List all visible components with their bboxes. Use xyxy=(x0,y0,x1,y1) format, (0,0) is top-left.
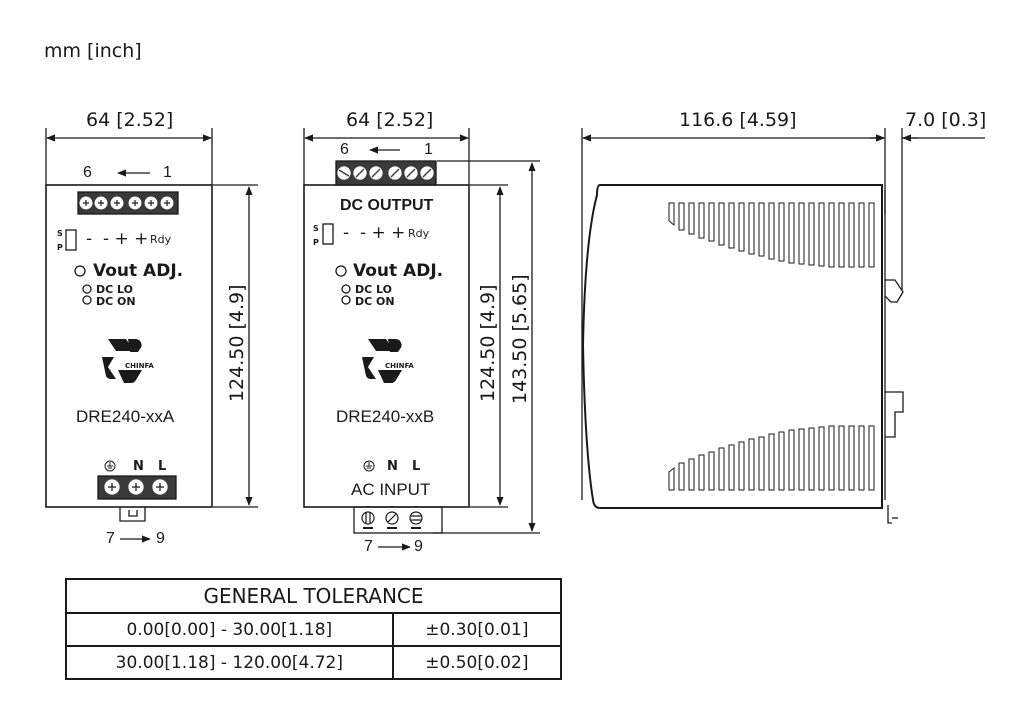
table-row: 30.00[1.18] - 120.00[4.72] ±0.50[0.02] xyxy=(65,645,563,680)
front-b-switch-p: P xyxy=(313,238,319,247)
front-a-logo-text: CHINFA xyxy=(125,362,154,370)
front-b-pin-9: 9 xyxy=(414,538,423,555)
front-view-b-outline xyxy=(303,128,540,551)
side-view-outline xyxy=(581,128,985,524)
front-a-pin-1: 1 xyxy=(163,164,172,181)
front-a-switch-s: S xyxy=(57,229,63,238)
front-a-height-dimension: 124.50 [4.9] xyxy=(226,284,248,402)
tolerance-value: ±0.30[0.01] xyxy=(391,612,563,647)
tolerance-range: 30.00[1.18] - 120.00[4.72] xyxy=(65,645,394,680)
front-b-pin-6: 6 xyxy=(340,141,349,158)
upper-vents xyxy=(668,202,875,268)
front-b-overall-height-dimension: 143.50 [5.65] xyxy=(509,274,531,404)
general-tolerance-table: GENERAL TOLERANCE 0.00[0.00] - 30.00[1.1… xyxy=(65,578,563,680)
chinfa-logo-a xyxy=(102,339,142,383)
front-b-pin-1: 1 xyxy=(424,141,433,158)
front-a-model: DRE240-xxA xyxy=(76,407,175,426)
front-b-model: DRE240-xxB xyxy=(336,407,435,426)
front-b-pin-7: 7 xyxy=(364,538,373,555)
side-depth-dimension: 116.6 [4.59] xyxy=(679,109,797,131)
front-b-polarity: - - + + xyxy=(343,223,406,243)
front-b-ready-label: Rdy xyxy=(408,227,430,240)
front-a-led-dc-lo: DC LO xyxy=(96,283,134,296)
front-b-width-dimension: 64 [2.52] xyxy=(346,109,434,131)
front-b-ac-l: L xyxy=(412,459,421,474)
front-b-led-dc-lo: DC LO xyxy=(355,283,393,296)
tolerance-title: GENERAL TOLERANCE xyxy=(65,578,562,614)
front-a-ready-label: Rdy xyxy=(150,233,172,246)
front-a-ac-n: N xyxy=(133,459,144,474)
front-a-pin-6: 6 xyxy=(83,164,92,181)
front-b-logo-text: CHINFA xyxy=(385,362,414,370)
units-label: mm [inch] xyxy=(44,40,142,62)
front-a-led-dc-on: DC ON xyxy=(96,295,136,308)
tolerance-value: ±0.50[0.02] xyxy=(391,645,563,680)
chinfa-logo-b xyxy=(362,339,402,383)
front-b-ac-input-label: AC INPUT xyxy=(351,480,431,499)
side-rail-dimension: 7.0 [0.3] xyxy=(905,109,987,131)
front-b-vout-adj: Vout ADJ. xyxy=(353,261,444,281)
lower-vents xyxy=(668,425,875,491)
table-row: 0.00[0.00] - 30.00[1.18] ±0.30[0.01] xyxy=(65,612,563,647)
front-b-switch-s: S xyxy=(313,224,319,233)
front-a-width-dimension: 64 [2.52] xyxy=(86,109,174,131)
front-a-pin-9: 9 xyxy=(156,530,165,547)
front-a-pin-7: 7 xyxy=(106,530,115,547)
front-a-ac-l: L xyxy=(158,459,167,474)
front-a-vout-adj: Vout ADJ. xyxy=(93,261,184,281)
front-a-switch-p: P xyxy=(57,243,63,252)
front-b-height-dimension: 124.50 [4.9] xyxy=(477,284,499,402)
front-b-led-dc-on: DC ON xyxy=(355,295,395,308)
front-a-polarity: - - + + xyxy=(86,229,149,249)
front-b-dc-output-label: DC OUTPUT xyxy=(340,197,434,214)
front-view-a-outline xyxy=(45,128,258,543)
front-b-ac-n: N xyxy=(387,459,398,474)
tolerance-range: 0.00[0.00] - 30.00[1.18] xyxy=(65,612,394,647)
